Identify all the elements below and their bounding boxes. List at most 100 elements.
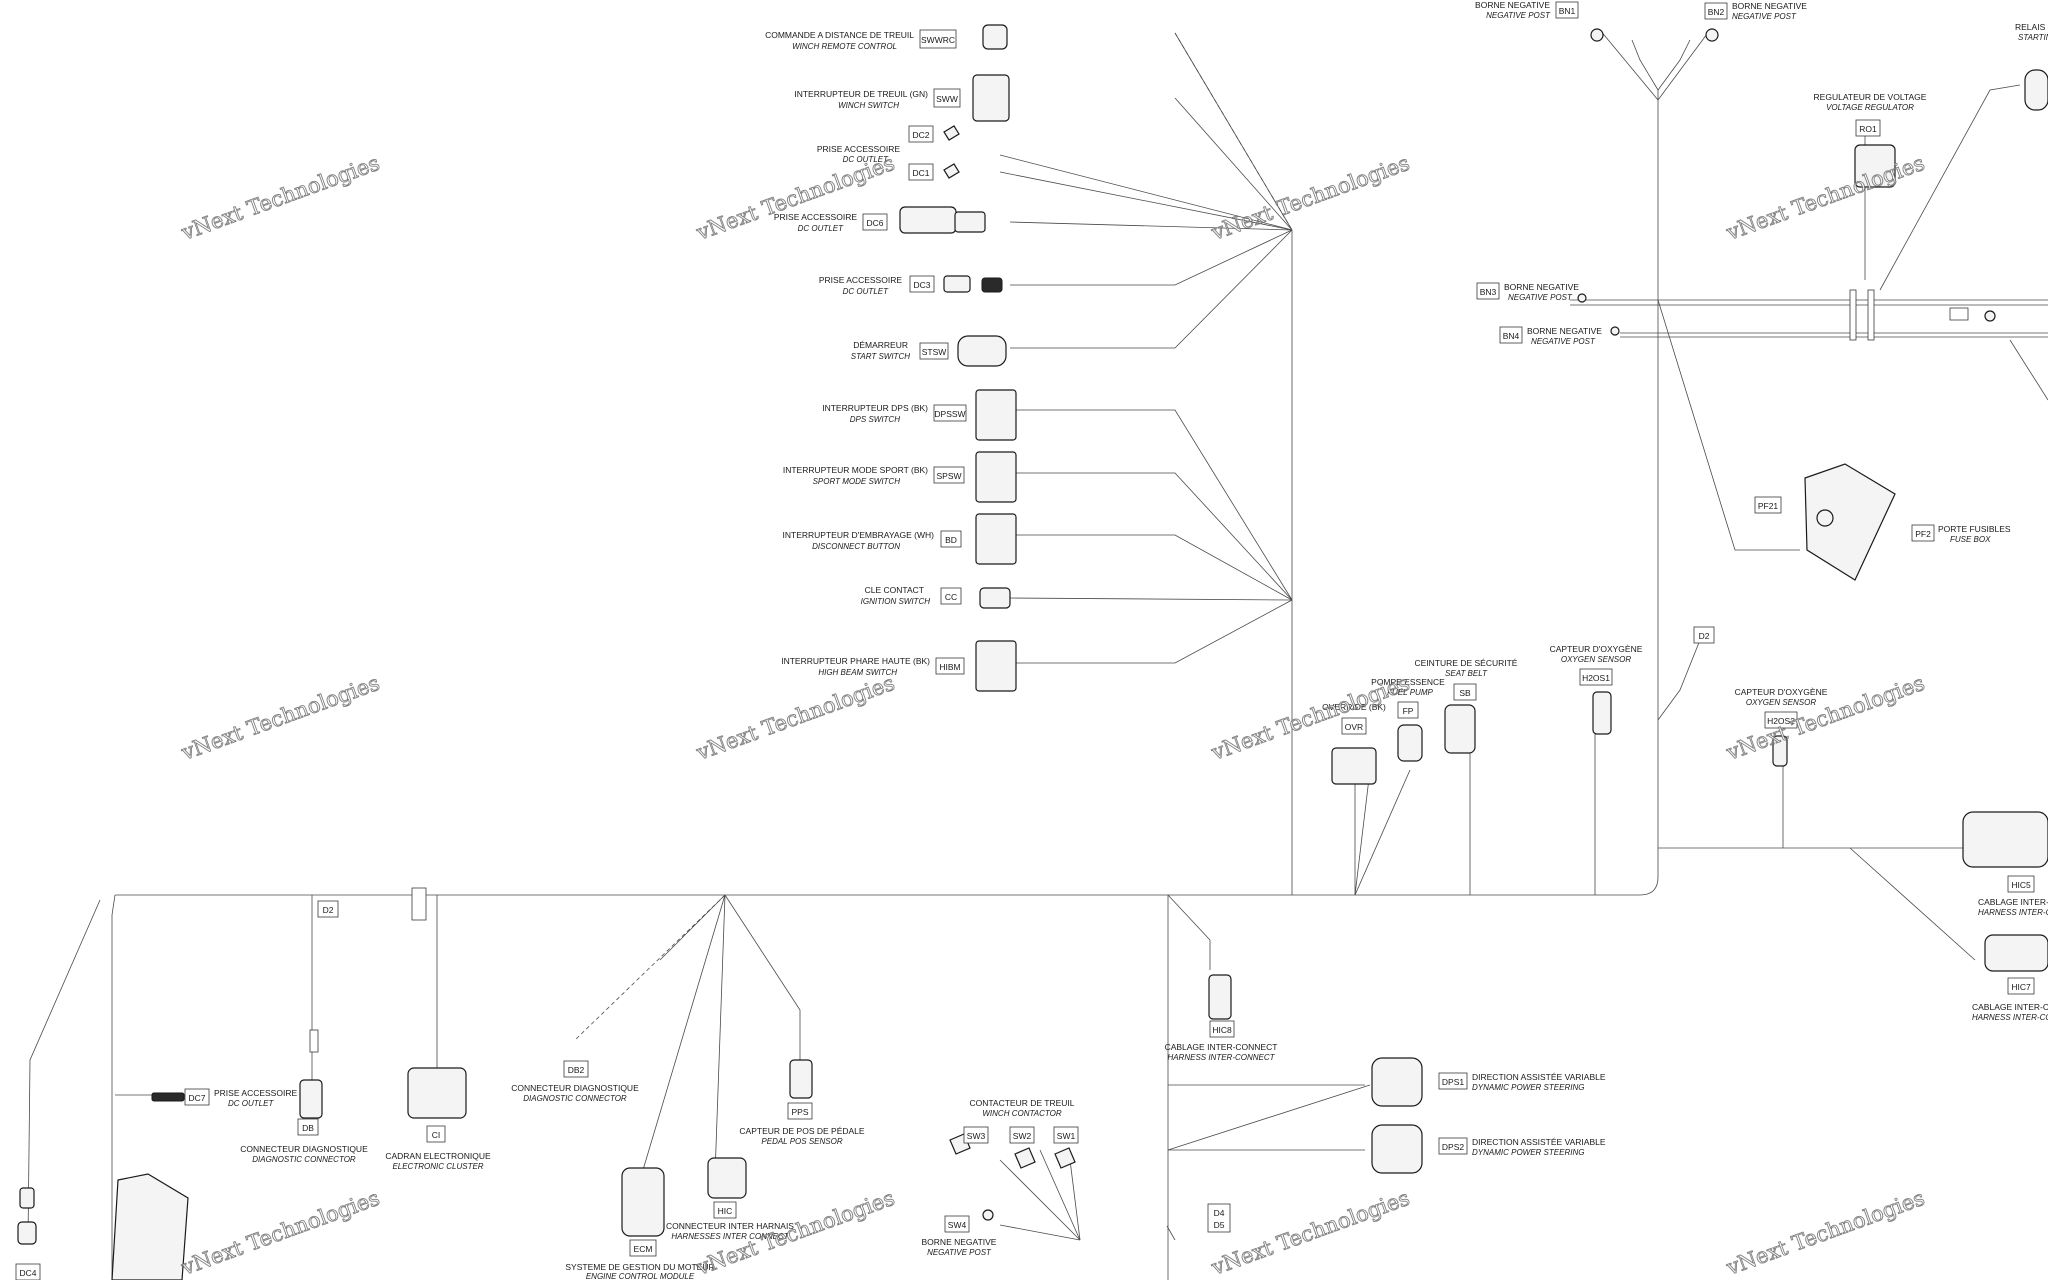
component-sw1[interactable]: SW1 <box>1053 1126 1079 1144</box>
component-pf2[interactable]: PF2 PORTE FUSIBLES FUSE BOX <box>1911 524 2011 544</box>
component-hibm[interactable]: INTERRUPTEUR PHARE HAUTE (BK) HIGH BEAM … <box>781 656 965 677</box>
component-d4[interactable]: D4 D5 <box>1207 1203 1231 1233</box>
component-dps2[interactable]: DPS2 DIRECTION ASSISTÉE VARIABLE DYNAMIC… <box>1438 1137 1606 1157</box>
component-bn4[interactable]: BN4 BORNE NEGATIVE NEGATIVE POST <box>1499 326 1602 346</box>
svg-text:CONNECTEUR DIAGNOSTIQUE: CONNECTEUR DIAGNOSTIQUE <box>511 1083 639 1093</box>
component-db[interactable]: DB CONNECTEUR DIAGNOSTIQUE DIAGNOSTIC CO… <box>240 1118 368 1164</box>
svg-text:HARNESS INTER-CONNECT: HARNESS INTER-CONNECT <box>1167 1053 1275 1062</box>
component-swwrc[interactable]: COMMANDE A DISTANCE DE TREUIL WINCH REMO… <box>765 29 957 51</box>
svg-text:DIAGNOSTIC CONNECTOR: DIAGNOSTIC CONNECTOR <box>252 1155 356 1164</box>
svg-text:vNext Technologies: vNext Technologies <box>178 151 383 245</box>
component-hic[interactable]: HIC CONNECTEUR INTER HARNAIS HARNESSES I… <box>666 1201 794 1241</box>
svg-text:DIRECTION ASSISTÉE VARIABLE: DIRECTION ASSISTÉE VARIABLE <box>1472 1072 1606 1082</box>
svg-text:COMMANDE A DISTANCE DE TREUIL: COMMANDE A DISTANCE DE TREUIL <box>765 30 914 40</box>
svg-text:HIBM: HIBM <box>939 662 960 672</box>
component-sw3[interactable]: CONTACTEUR DE TREUIL WINCH CONTACTOR SW3 <box>963 1098 1075 1144</box>
component-ecm[interactable]: ECM SYSTEME DE GESTION DU MOTEUR ENGINE … <box>565 1239 715 1280</box>
svg-text:INTERRUPTEUR D'EMBRAYAGE (WH): INTERRUPTEUR D'EMBRAYAGE (WH) <box>783 530 935 540</box>
component-sb[interactable]: CEINTURE DE SÉCURITÉ SEAT BELT SB <box>1415 658 1518 701</box>
svg-text:BN4: BN4 <box>1503 331 1520 341</box>
svg-text:ELECTRONIC CLUSTER: ELECTRONIC CLUSTER <box>392 1162 483 1171</box>
svg-text:INTERRUPTEUR DPS (BK): INTERRUPTEUR DPS (BK) <box>822 403 928 413</box>
svg-text:HIC: HIC <box>718 1206 733 1216</box>
svg-text:vNext Technologies: vNext Technologies <box>1723 1186 1928 1280</box>
component-h2os1[interactable]: CAPTEUR D'OXYGÈNE OXYGEN SENSOR H2OS1 <box>1550 644 1643 686</box>
svg-text:vNext Technologies: vNext Technologies <box>1208 151 1413 245</box>
component-db2[interactable]: DB2 CONNECTEUR DIAGNOSTIQUE DIAGNOSTIC C… <box>511 1060 639 1103</box>
svg-text:PRISE ACCESSOIRE: PRISE ACCESSOIRE <box>774 212 857 222</box>
component-bd[interactable]: INTERRUPTEUR D'EMBRAYAGE (WH) DISCONNECT… <box>783 530 962 551</box>
svg-text:SWW: SWW <box>936 94 958 104</box>
svg-text:DC6: DC6 <box>866 218 883 228</box>
svg-text:FUSE BOX: FUSE BOX <box>1950 535 1991 544</box>
svg-text:PRISE ACCESSOIRE: PRISE ACCESSOIRE <box>819 275 902 285</box>
component-spsw[interactable]: INTERRUPTEUR MODE SPORT (BK) SPORT MODE … <box>783 465 965 486</box>
component-bn2[interactable]: BN2 BORNE NEGATIVE NEGATIVE POST <box>1704 1 1807 21</box>
component-stsw[interactable]: DÉMARREUR START SWITCH STSW <box>851 340 949 361</box>
svg-text:RELAIS D: RELAIS D <box>2015 22 2048 32</box>
component-pps[interactable]: PPS CAPTEUR DE POS DE PÉDALE PEDAL POS S… <box>739 1102 865 1146</box>
svg-text:vNext Technologies: vNext Technologies <box>178 1186 383 1280</box>
svg-text:PRISE ACCESSOIRE: PRISE ACCESSOIRE <box>817 144 900 154</box>
svg-text:CAPTEUR DE POS DE PÉDALE: CAPTEUR DE POS DE PÉDALE <box>739 1126 865 1136</box>
component-dc2[interactable]: PRISE ACCESSOIRE DC OUTLET DC2 <box>817 125 934 164</box>
svg-text:DC3: DC3 <box>913 280 930 290</box>
svg-text:PPS: PPS <box>791 1107 808 1117</box>
svg-text:HARNESS INTER-CONNECT: HARNESS INTER-CONNECT <box>1972 1013 2048 1022</box>
svg-text:SW1: SW1 <box>1057 1131 1076 1141</box>
component-d2-left[interactable]: D2 <box>317 900 339 918</box>
component-dc3[interactable]: PRISE ACCESSOIRE DC OUTLET DC3 <box>819 275 935 296</box>
component-sw2[interactable]: SW2 <box>1009 1126 1035 1144</box>
component-relay-partial[interactable]: RELAIS D STARTIN <box>2015 22 2048 42</box>
svg-text:vNext Technologies: vNext Technologies <box>178 671 383 765</box>
component-fp[interactable]: POMPE ESSENCE FUEL PUMP FP <box>1371 677 1445 719</box>
svg-text:ENGINE CONTROL MODULE: ENGINE CONTROL MODULE <box>586 1272 695 1280</box>
svg-text:PRISE ACCESSOIRE: PRISE ACCESSOIRE <box>214 1088 297 1098</box>
component-ro1[interactable]: REGULATEUR DE VOLTAGE VOLTAGE REGULATOR … <box>1814 92 1927 137</box>
component-cc[interactable]: CLE CONTACT IGNITION SWITCH CC <box>861 585 962 606</box>
svg-text:vNext Technologies: vNext Technologies <box>693 151 898 245</box>
svg-text:DIAGNOSTIC CONNECTOR: DIAGNOSTIC CONNECTOR <box>523 1094 627 1103</box>
component-dps1[interactable]: DPS1 DIRECTION ASSISTÉE VARIABLE DYNAMIC… <box>1438 1072 1606 1092</box>
svg-text:BD: BD <box>945 535 957 545</box>
component-hic8[interactable]: HIC8 CABLAGE INTER-CONNECT HARNESS INTER… <box>1165 1020 1278 1062</box>
component-ovr[interactable]: OVERRIDE (BK) OVR <box>1322 702 1386 735</box>
component-pf21[interactable]: PF21 <box>1754 496 1782 514</box>
svg-text:WINCH REMOTE CONTROL: WINCH REMOTE CONTROL <box>792 42 897 51</box>
svg-text:SYSTEME DE GESTION DU MOTEUR: SYSTEME DE GESTION DU MOTEUR <box>565 1262 714 1272</box>
svg-text:DPS2: DPS2 <box>1442 1142 1464 1152</box>
svg-text:vNext Technologies: vNext Technologies <box>1723 151 1928 245</box>
svg-text:OXYGEN SENSOR: OXYGEN SENSOR <box>1561 655 1631 664</box>
svg-text:HIC8: HIC8 <box>1212 1025 1232 1035</box>
component-bn3[interactable]: BN3 BORNE NEGATIVE NEGATIVE POST <box>1476 282 1579 302</box>
svg-text:CABLAGE INTER-CONNECT: CABLAGE INTER-CONNECT <box>1972 1002 2048 1012</box>
component-hic7[interactable]: HIC7 CABLAGE INTER-CONNECT HARNESS INTER… <box>1972 977 2048 1022</box>
component-ci[interactable]: CI CADRAN ELECTRONIQUE ELECTRONIC CLUSTE… <box>385 1125 491 1171</box>
component-bn1[interactable]: BORNE NEGATIVE NEGATIVE POST BN1 <box>1475 0 1579 20</box>
component-hic5[interactable]: HIC5 CABLAGE INTER-CONNECT HARNESS INTER… <box>1978 875 2048 917</box>
component-dc4[interactable]: DC4 <box>15 1263 41 1280</box>
component-dc1[interactable]: DC1 <box>908 163 934 181</box>
svg-text:BORNE NEGATIVE: BORNE NEGATIVE <box>1527 326 1602 336</box>
component-sww[interactable]: INTERRUPTEUR DE TREUIL (GN) WINCH SWITCH… <box>794 88 961 110</box>
svg-text:DPS SWITCH: DPS SWITCH <box>850 415 900 424</box>
svg-text:DC2: DC2 <box>912 130 929 140</box>
svg-text:DB2: DB2 <box>568 1065 585 1075</box>
svg-text:CADRAN ELECTRONIQUE: CADRAN ELECTRONIQUE <box>385 1151 491 1161</box>
component-dc7[interactable]: DC7 PRISE ACCESSOIRE DC OUTLET <box>184 1088 297 1108</box>
svg-text:CC: CC <box>945 592 957 602</box>
svg-text:OXYGEN SENSOR: OXYGEN SENSOR <box>1746 698 1816 707</box>
svg-text:CI: CI <box>432 1130 441 1140</box>
svg-text:WINCH CONTACTOR: WINCH CONTACTOR <box>982 1109 1061 1118</box>
component-sw4[interactable]: SW4 BORNE NEGATIVE NEGATIVE POST <box>922 1215 997 1257</box>
svg-text:BORNE NEGATIVE: BORNE NEGATIVE <box>922 1237 997 1247</box>
component-dc6[interactable]: PRISE ACCESSOIRE DC OUTLET DC6 <box>774 212 888 233</box>
component-h2os2[interactable]: CAPTEUR D'OXYGÈNE OXYGEN SENSOR H2OS2 <box>1735 687 1828 729</box>
svg-text:CAPTEUR D'OXYGÈNE: CAPTEUR D'OXYGÈNE <box>1735 687 1828 697</box>
svg-text:CAPTEUR D'OXYGÈNE: CAPTEUR D'OXYGÈNE <box>1550 644 1643 654</box>
svg-text:DC4: DC4 <box>19 1268 36 1278</box>
svg-text:HARNESS INTER-CONNECT: HARNESS INTER-CONNECT <box>1978 908 2048 917</box>
component-d2-right[interactable]: D2 <box>1693 626 1715 644</box>
component-dpssw[interactable]: INTERRUPTEUR DPS (BK) DPS SWITCH DPSSW <box>822 403 967 424</box>
svg-text:BN3: BN3 <box>1480 287 1497 297</box>
